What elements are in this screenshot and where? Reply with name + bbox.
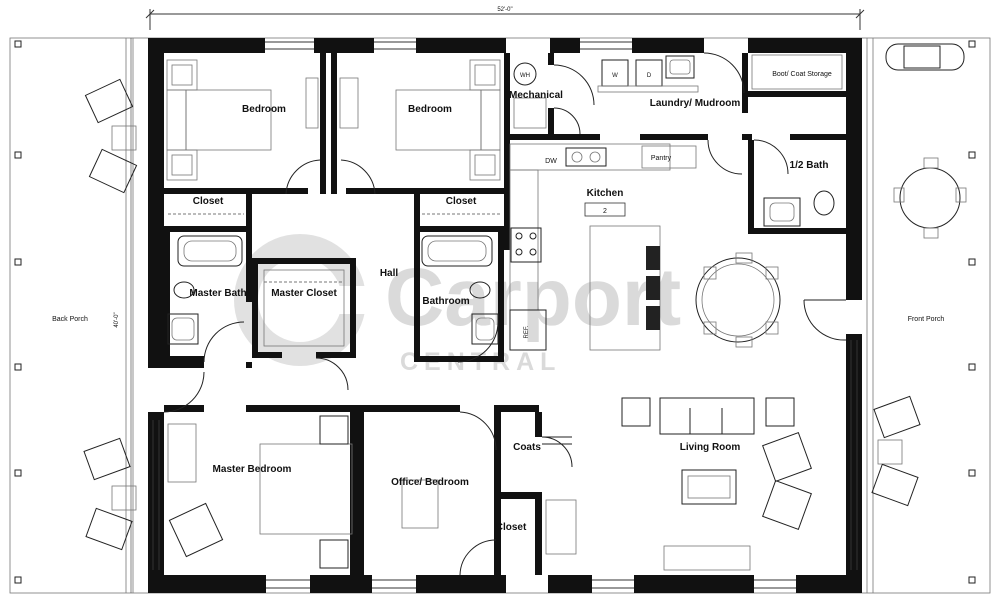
closet-3-label: Closet [496,522,527,533]
master-closet-label: Master Closet [271,288,337,299]
bathroom-fixtures [421,235,499,345]
room-labels: Bedroom Bedroom Mechanical Laundry/ Mudr… [52,71,944,533]
bathroom-label: Bathroom [422,296,469,307]
dining-table [695,252,781,348]
kitchen-fixtures [509,143,697,351]
watermark-brand: Carport [385,252,681,343]
living-room-furniture [621,397,812,571]
closet-1-label: Closet [193,196,224,207]
half-bath-fixtures [763,190,835,227]
office-label: Office/ Bedroom [391,477,469,488]
front-porch-label: Front Porch [908,316,945,323]
master-bedroom-label: Master Bedroom [213,464,292,475]
refrigerator-label: REF. [524,325,530,338]
dishwasher-label: DW [545,158,557,165]
windows [152,41,858,589]
boot-storage-label: Boot/ Coat Storage [772,71,832,78]
width-dimension: 52'-0" [145,7,865,30]
closet-2-label: Closet [446,196,477,207]
porch-furniture [83,43,967,551]
dryer-label: D [647,73,652,79]
interior-walls [164,53,846,575]
watermark: Carport CENTRAL [234,234,681,376]
laundry-label: Laundry/ Mudroom [650,98,741,109]
mechanical-label: Mechanical [509,90,563,101]
living-room-label: Living Room [680,442,741,453]
bedroom-2-label: Bedroom [408,104,452,115]
back-porch-label: Back Porch [52,316,88,323]
water-heater-label: WH [520,73,530,79]
bedroom-1-label: Bedroom [242,104,286,115]
door-swings [163,52,847,576]
bedroom-2-furniture [339,59,501,181]
hall-label: Hall [380,268,399,279]
kitchen-count-box [584,202,626,217]
pantry-label: Pantry [651,155,672,162]
coats-label: Coats [513,442,541,453]
master-bedroom-furniture [167,415,353,569]
bedroom-1-furniture [166,59,319,181]
master-bath-label: Master Bath [189,288,246,299]
fixture-labels: DW Pantry REF. [524,155,672,339]
height-dimension: 40'-0" [114,38,132,593]
master-closet-shelves [263,269,345,347]
exterior-walls [148,38,862,593]
washer-label: W [612,73,618,79]
laundry-fixtures: W D [597,54,843,93]
office-furniture [401,479,577,555]
mechanical-fixtures: WH [513,62,547,129]
kitchen-label: Kitchen [587,188,624,199]
height-dimension-label: 40'-0" [114,312,120,327]
kitchen-count: 2 [603,208,607,215]
half-bath-label: 1/2 Bath [790,160,829,171]
master-bath-fixtures [167,235,243,345]
width-dimension-label: 52'-0" [497,7,512,13]
